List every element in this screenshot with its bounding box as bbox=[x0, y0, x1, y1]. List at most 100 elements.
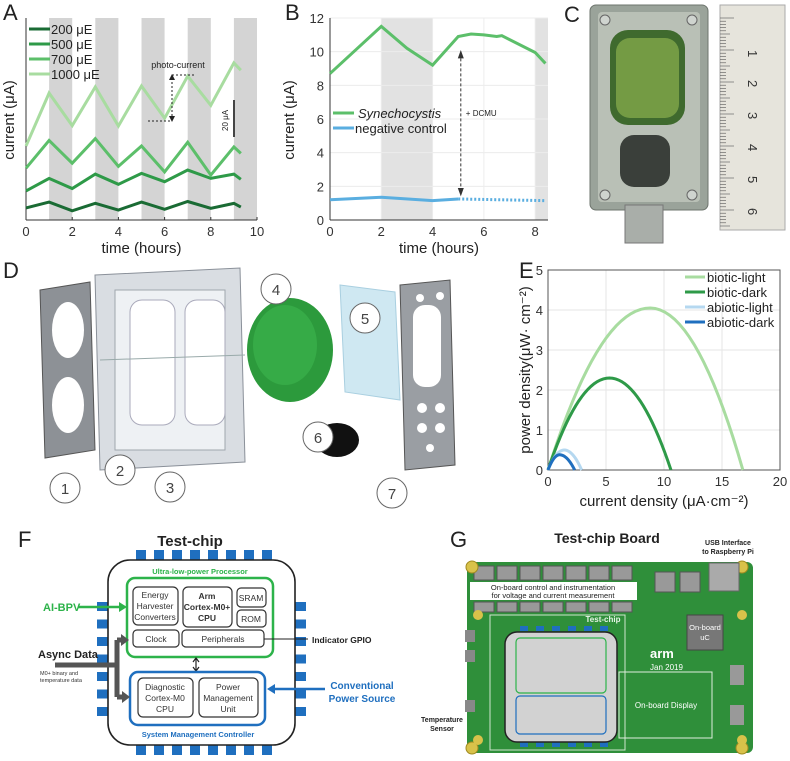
rom-block: ROM bbox=[236, 609, 267, 628]
svg-text:6: 6 bbox=[314, 430, 322, 447]
legend-label: negative control bbox=[355, 121, 447, 136]
front-plate bbox=[399, 279, 456, 471]
svg-text:CPU: CPU bbox=[156, 704, 174, 714]
svg-text:Energy: Energy bbox=[142, 590, 170, 600]
ruler-number: 4 bbox=[745, 144, 760, 151]
processor-label: Ultra-low-power Processor bbox=[152, 567, 248, 576]
panel-c: C 1 2 3 4 5 6 bbox=[564, 2, 786, 244]
svg-text:7: 7 bbox=[388, 486, 396, 503]
connector bbox=[465, 630, 475, 642]
mounting-hole bbox=[473, 610, 483, 620]
svg-text:Power: Power bbox=[216, 682, 240, 692]
instrument-component bbox=[496, 601, 518, 613]
chip-pin bbox=[154, 550, 164, 560]
series-line bbox=[546, 453, 577, 471]
chip-pin bbox=[136, 745, 146, 755]
arrow-head-icon bbox=[457, 49, 464, 59]
cpu-block: Arm Cortex-M0+ CPU bbox=[182, 586, 233, 628]
legend-label: 700 μE bbox=[51, 52, 93, 67]
arrow-head-icon bbox=[267, 684, 275, 694]
controller-box bbox=[128, 670, 267, 727]
part-label-2: 2 bbox=[104, 454, 136, 486]
series-line bbox=[546, 306, 745, 471]
svg-text:SRAM: SRAM bbox=[239, 593, 264, 603]
uc-label: uC bbox=[700, 633, 710, 642]
power-source-label: Conventional bbox=[330, 681, 394, 692]
chip-pin bbox=[190, 745, 200, 755]
svg-text:5: 5 bbox=[361, 311, 369, 328]
plot-frame bbox=[547, 269, 781, 471]
end-plate bbox=[39, 281, 96, 459]
x-tick-label: 10 bbox=[657, 474, 671, 489]
chip-pin bbox=[172, 550, 182, 560]
svg-text:Cortex-M0: Cortex-M0 bbox=[145, 693, 185, 703]
board-controller-box bbox=[515, 695, 607, 735]
chip-pin bbox=[536, 742, 544, 747]
device-photo bbox=[589, 4, 709, 244]
arrow-head-icon bbox=[121, 634, 129, 646]
arrow-head-icon bbox=[169, 116, 175, 122]
connector bbox=[465, 650, 475, 662]
ruler-number: 2 bbox=[745, 80, 760, 87]
x-tick-label: 15 bbox=[715, 474, 729, 489]
chip-pin bbox=[295, 619, 306, 629]
dark-period bbox=[187, 18, 211, 220]
instrument-component bbox=[473, 601, 495, 613]
y-tick-label: 0 bbox=[317, 213, 324, 228]
y-tick-label: 0 bbox=[536, 463, 543, 478]
chip-pin bbox=[97, 672, 108, 681]
chip-pin bbox=[295, 689, 306, 699]
chip-title: Test-chip bbox=[157, 533, 223, 550]
svg-text:Clock: Clock bbox=[145, 634, 167, 644]
chip-pin bbox=[208, 550, 218, 560]
ruler-number: 5 bbox=[745, 176, 760, 183]
y-tick-label: 12 bbox=[310, 11, 324, 26]
y-tick-label: 8 bbox=[317, 78, 324, 93]
series-line bbox=[24, 60, 242, 147]
chip-pin bbox=[97, 689, 108, 699]
part-label-6: 6 bbox=[302, 421, 334, 453]
mounting-hole bbox=[465, 741, 479, 755]
glass-slide bbox=[339, 284, 401, 401]
instrument-component bbox=[519, 601, 541, 613]
dark-period bbox=[95, 18, 119, 220]
svg-text:1: 1 bbox=[61, 481, 69, 498]
series-line-dotted bbox=[458, 197, 546, 203]
ai-bpv-label: AI-BPV bbox=[43, 602, 81, 614]
chip-pin bbox=[262, 550, 272, 560]
usb-connector bbox=[708, 562, 740, 592]
ruler-number: 6 bbox=[745, 208, 760, 215]
chip-pin bbox=[600, 742, 608, 747]
chip-pin bbox=[600, 626, 608, 631]
instrument-component bbox=[588, 601, 610, 613]
chip-pin bbox=[208, 745, 218, 755]
y-axis-label: current (μA) bbox=[281, 80, 298, 160]
y-tick-label: 1 bbox=[536, 423, 543, 438]
scale-bar-label: 20 μA bbox=[221, 109, 230, 131]
chip-pin bbox=[154, 745, 164, 755]
instrument-component bbox=[496, 565, 518, 581]
x-tick-label: 4 bbox=[429, 224, 436, 239]
regulator bbox=[654, 571, 676, 593]
x-tick-label: 6 bbox=[480, 224, 487, 239]
instrument-component bbox=[565, 565, 587, 581]
display-area bbox=[618, 671, 713, 739]
legend-label: biotic-dark bbox=[707, 285, 767, 300]
panel-label-d: D bbox=[3, 258, 19, 283]
x-tick-label: 8 bbox=[532, 224, 539, 239]
component bbox=[730, 705, 744, 725]
x-axis-label: time (hours) bbox=[101, 240, 181, 257]
y-axis-label: power density(μW· cm⁻²) bbox=[517, 286, 534, 453]
chip-pin bbox=[190, 550, 200, 560]
temperature-sensor-label: Sensor bbox=[430, 726, 454, 733]
y-tick-label: 2 bbox=[536, 383, 543, 398]
y-tick-label: 10 bbox=[310, 45, 324, 60]
controller-label: System Management Controller bbox=[142, 730, 255, 739]
chip-pin bbox=[172, 745, 182, 755]
chip-pin bbox=[244, 745, 254, 755]
ruler: 1 2 3 4 5 6 bbox=[719, 4, 786, 231]
